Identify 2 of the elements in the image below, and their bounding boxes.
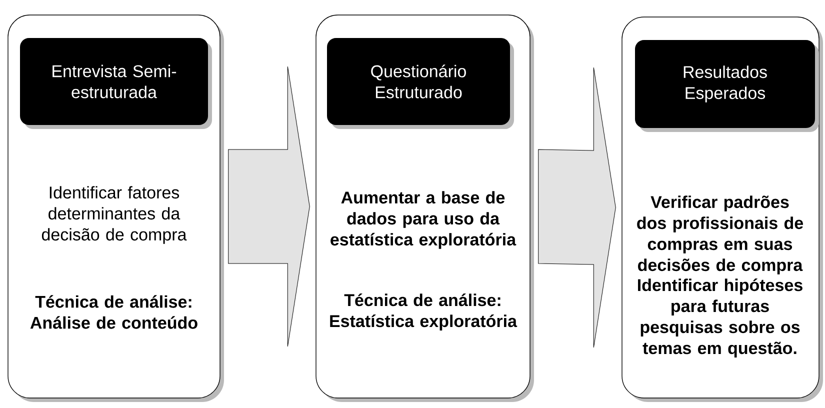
block-arrow [538,67,616,348]
block-arrow [228,66,310,347]
